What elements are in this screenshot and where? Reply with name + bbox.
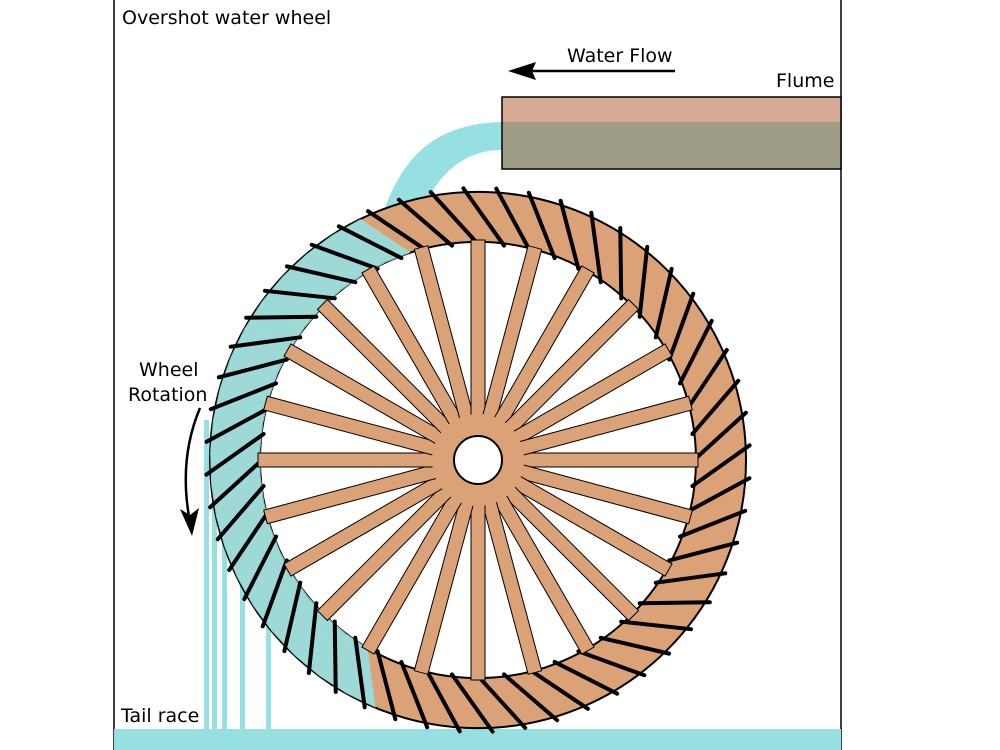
bucket-paddle <box>461 186 507 248</box>
bucket-paddle <box>204 406 271 444</box>
bucket-paddle <box>353 635 367 710</box>
bucket-paddle <box>667 540 740 563</box>
bucket-paddle <box>399 659 430 730</box>
bucket-paddle <box>667 291 696 362</box>
bucket-paddle <box>336 224 404 261</box>
bucket-paddle <box>576 649 647 678</box>
bucket-paddle <box>215 484 266 542</box>
axle-hole <box>453 435 503 485</box>
bucket-paddle <box>618 226 624 301</box>
water-flow-label: Water Flow <box>567 45 673 67</box>
bucket-paddle <box>685 348 729 411</box>
flume <box>501 96 842 170</box>
flume-outline <box>501 96 842 170</box>
bucket-paddle <box>619 619 693 632</box>
water-flow-arrow <box>508 62 675 80</box>
bucket-paddle <box>424 667 462 734</box>
bucket-paddle <box>637 245 650 319</box>
water-stream <box>222 520 227 729</box>
bucket-paddle <box>208 381 279 412</box>
water-stream <box>266 625 271 729</box>
diagram-title: Overshot water wheel <box>122 7 331 29</box>
tail-race-water <box>114 729 841 750</box>
water-stream <box>204 420 209 729</box>
bucket-paddle <box>685 476 752 514</box>
filled-bucket <box>262 276 342 308</box>
bucket-paddle <box>653 266 674 340</box>
water-stream <box>240 575 245 729</box>
wheel-rotation-label-line1: Wheel <box>139 359 199 381</box>
bucket-paddle <box>598 635 672 656</box>
rotation-arrow <box>180 407 202 536</box>
bucket-paddle <box>306 601 319 675</box>
bucket-paddle <box>690 378 741 436</box>
flume-trough <box>502 122 841 169</box>
bucket-paddle <box>476 674 528 730</box>
bucket-paddle <box>396 197 454 248</box>
bucket-paddle <box>677 318 714 386</box>
wheel-spoke <box>517 452 699 468</box>
bucket-paddle <box>228 335 303 349</box>
bucket-paddle <box>282 580 303 654</box>
bucket-paddle <box>526 190 557 261</box>
bucket-paddle <box>558 198 581 271</box>
filled-bucket <box>294 596 326 676</box>
wheel-spoke <box>470 239 486 421</box>
bucket-paddle <box>690 443 752 489</box>
bucket-paddle <box>589 210 603 285</box>
bucket-paddle <box>204 431 266 477</box>
bucket-paddle <box>260 558 289 629</box>
bucket-paddle <box>637 600 712 606</box>
falling-water-streams <box>204 420 271 729</box>
bucket-paddle <box>449 672 495 734</box>
water-stream <box>212 470 217 729</box>
bucket-paddle <box>284 264 358 285</box>
filled-bucket <box>319 616 347 694</box>
bucket-paddle <box>502 672 560 723</box>
bucket-paddle <box>552 659 620 696</box>
bucket-paddle <box>428 190 480 246</box>
flume-label: Flume <box>776 70 834 92</box>
bucket-paddle <box>677 508 748 539</box>
bucket-paddle <box>375 649 398 722</box>
flume-water <box>502 97 841 122</box>
bucket-paddle <box>242 534 279 602</box>
bucket-paddle <box>309 242 380 271</box>
water-wheel <box>204 186 752 734</box>
filled-bucket <box>244 301 322 329</box>
wheel-rotation-label-line2: Rotation <box>128 384 207 406</box>
bucket-paddle <box>208 458 264 510</box>
wheel-spoke <box>470 499 486 681</box>
arrow-head-icon <box>180 508 199 536</box>
bucket-paddle <box>263 288 337 301</box>
bucket-paddle <box>227 509 271 572</box>
bucket-paddle <box>692 410 748 462</box>
bucket-paddle <box>494 186 532 253</box>
bucket-paddle <box>366 209 429 253</box>
bucket-paddle <box>332 619 338 694</box>
wheel-spoke <box>257 452 439 468</box>
bucket-paddle <box>527 667 590 711</box>
bucket-paddle <box>653 571 728 585</box>
bucket-paddle <box>216 357 289 380</box>
bucket-paddle <box>244 314 319 320</box>
arrow-head-icon <box>508 62 536 80</box>
tail-race-label: Tail race <box>120 705 199 727</box>
